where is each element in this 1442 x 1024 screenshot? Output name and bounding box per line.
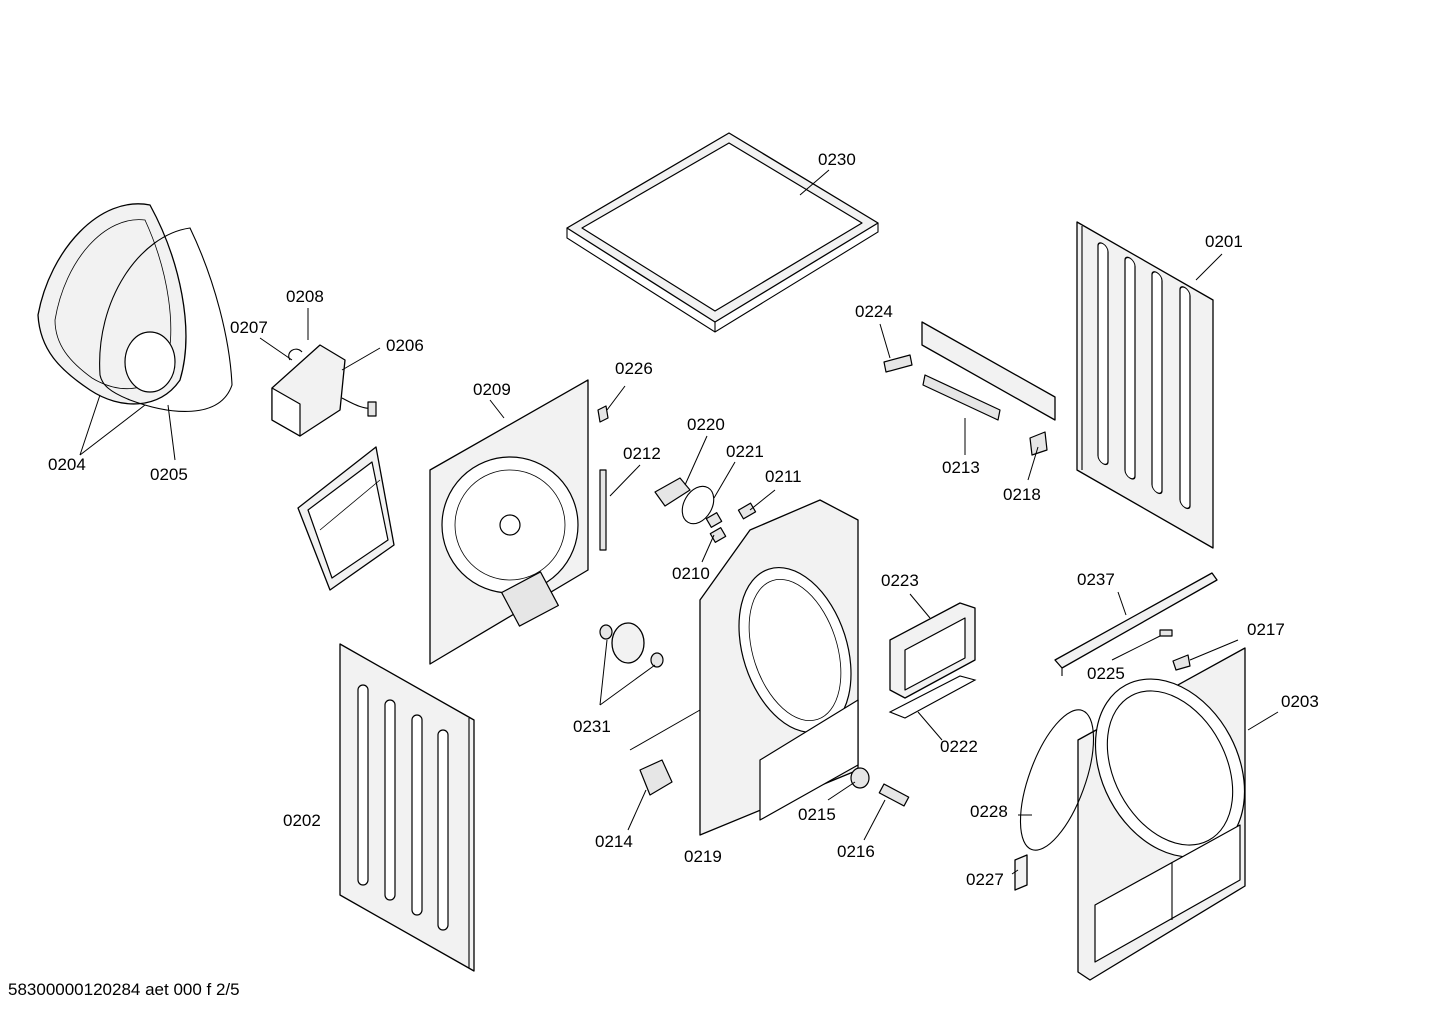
- part-clip-0225[interactable]: [1159, 629, 1173, 637]
- part-front-bulkhead[interactable]: [699, 499, 871, 836]
- callout-0225: 0225: [1087, 664, 1125, 683]
- part-clip-0224[interactable]: [883, 354, 913, 373]
- part-front-panel[interactable]: [1066, 647, 1274, 981]
- part-right-side-panel[interactable]: [1076, 221, 1214, 549]
- callout-0201: 0201: [1205, 232, 1243, 251]
- callout-0210: 0210: [672, 564, 710, 583]
- callout-0214: 0214: [595, 832, 633, 851]
- part-rear-seal[interactable]: [99, 227, 233, 412]
- part-filter-gasket[interactable]: [888, 675, 977, 719]
- callout-labels: 0230 0201 0204 0205 0206 0207 0208 0209 …: [48, 150, 1319, 889]
- part-fitting-0210[interactable]: [705, 512, 727, 543]
- callout-0224: 0224: [855, 302, 893, 321]
- callout-0215: 0215: [798, 805, 836, 824]
- part-left-side-panel[interactable]: [339, 643, 475, 972]
- document-id-footer: 58300000120284 aet 000 f 2/5: [8, 980, 240, 999]
- callout-0218: 0218: [1003, 485, 1041, 504]
- callout-0203: 0203: [1281, 692, 1319, 711]
- callout-0206: 0206: [386, 336, 424, 355]
- callout-0223: 0223: [881, 571, 919, 590]
- callout-0231: 0231: [573, 717, 611, 736]
- callout-0205: 0205: [150, 465, 188, 484]
- part-clip-0226[interactable]: [597, 405, 609, 423]
- callout-0227: 0227: [966, 870, 1004, 889]
- part-rear-panel[interactable]: [429, 379, 589, 665]
- part-lint-filter[interactable]: [889, 602, 976, 699]
- part-gasket-0221[interactable]: [676, 481, 720, 530]
- part-pin-0216[interactable]: [878, 783, 910, 807]
- part-top-cover[interactable]: [566, 132, 879, 333]
- part-knob-0215[interactable]: [850, 767, 870, 789]
- callout-0237: 0237: [1077, 570, 1115, 589]
- part-control-module[interactable]: [271, 344, 377, 437]
- part-duct-housing[interactable]: [297, 446, 395, 591]
- callout-0208: 0208: [286, 287, 324, 306]
- callout-0216: 0216: [837, 842, 875, 861]
- callout-0212: 0212: [623, 444, 661, 463]
- callout-0209: 0209: [473, 380, 511, 399]
- part-sensor-0220[interactable]: [654, 477, 691, 507]
- part-latch[interactable]: [1014, 854, 1028, 891]
- callout-0222: 0222: [940, 737, 978, 756]
- callout-0213: 0213: [942, 458, 980, 477]
- part-bracket-0214[interactable]: [639, 759, 673, 796]
- part-bracket-0212[interactable]: [599, 469, 607, 551]
- leader-lines: [79, 169, 1279, 875]
- part-pulley[interactable]: [599, 622, 664, 668]
- callout-0228: 0228: [970, 802, 1008, 821]
- callout-0207: 0207: [230, 318, 268, 337]
- callout-0221: 0221: [726, 442, 764, 461]
- part-rail[interactable]: [1054, 572, 1218, 676]
- callout-0202: 0202: [283, 811, 321, 830]
- part-door-seal[interactable]: [1005, 701, 1108, 859]
- part-hinge-0217[interactable]: [1172, 654, 1191, 671]
- callout-0204: 0204: [48, 455, 86, 474]
- callout-0226: 0226: [615, 359, 653, 378]
- callout-0219: 0219: [684, 847, 722, 866]
- part-clip-0218[interactable]: [1029, 431, 1048, 456]
- callout-0211: 0211: [765, 467, 802, 486]
- part-rear-bulkhead[interactable]: [37, 203, 187, 405]
- callout-0217: 0217: [1247, 620, 1285, 639]
- part-fitting-0211[interactable]: [737, 502, 757, 520]
- part-control-board[interactable]: [921, 321, 1056, 421]
- callout-0230: 0230: [818, 150, 856, 169]
- callout-0220: 0220: [687, 415, 725, 434]
